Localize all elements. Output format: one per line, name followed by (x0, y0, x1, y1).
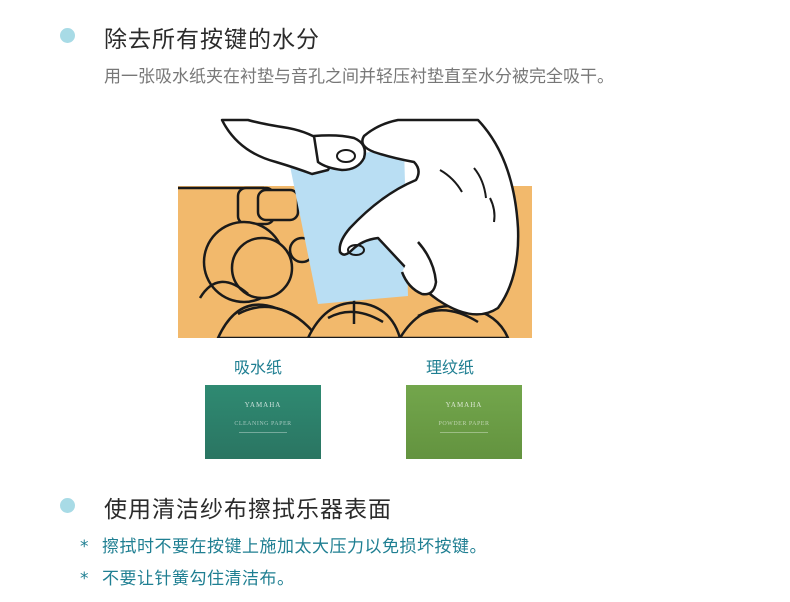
package-brand: YAMAHA (445, 401, 483, 409)
bullet-icon (60, 28, 75, 43)
note-item: * 不要让针簧勾住清洁布。 (80, 564, 295, 589)
cleaning-paper-package: YAMAHA CLEANING PAPER (205, 385, 321, 459)
asterisk-marker: * (80, 569, 89, 589)
package-name: POWDER PAPER (438, 421, 490, 427)
caption-cleaning-paper: 吸水纸 (234, 358, 283, 377)
section-heading-remove-moisture: 除去所有按键的水分 (104, 27, 320, 53)
bullet-icon (60, 498, 75, 513)
note-text: 擦拭时不要在按键上施加太大压力以免损坏按键。 (102, 537, 487, 557)
section-description: 用一张吸水纸夹在衬垫与音孔之间并轻压衬垫直至水分被完全吸干。 (104, 67, 614, 87)
section-heading-wipe-surface: 使用清洁纱布擦拭乐器表面 (104, 497, 392, 523)
package-name: CLEANING PAPER (234, 421, 292, 427)
note-text: 不要让针簧勾住清洁布。 (102, 569, 295, 589)
powder-paper-package: YAMAHA POWDER PAPER (406, 385, 522, 459)
package-divider (440, 432, 488, 433)
package-brand: YAMAHA (244, 401, 282, 409)
package-divider (239, 432, 287, 433)
blotting-illustration (178, 118, 532, 338)
note-item: * 擦拭时不要在按键上施加太大压力以免损坏按键。 (80, 532, 487, 557)
caption-powder-paper: 理纹纸 (426, 358, 475, 377)
asterisk-marker: * (80, 537, 89, 557)
